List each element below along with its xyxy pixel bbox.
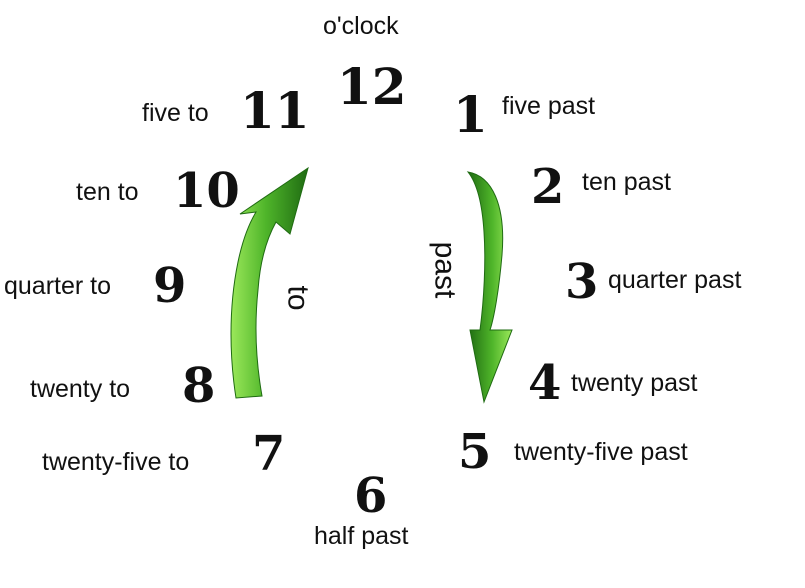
label-10: ten to xyxy=(76,178,139,206)
label-9: quarter to xyxy=(4,272,112,300)
past-arrow-label: past xyxy=(428,241,462,299)
hour-9: 9 xyxy=(153,258,187,314)
past-arrow xyxy=(466,171,513,404)
label-4: twenty past xyxy=(571,369,698,397)
label-8: twenty to xyxy=(30,375,131,403)
label-2: ten past xyxy=(582,168,671,196)
hour-4: 4 xyxy=(528,355,562,411)
label-7: twenty-five to xyxy=(42,448,190,476)
hour-5: 5 xyxy=(458,424,492,480)
label-11: five to xyxy=(142,99,209,127)
hour-7: 7 xyxy=(252,426,286,482)
to-arrow xyxy=(230,166,309,399)
label-5: twenty-five past xyxy=(514,438,688,466)
hour-10: 10 xyxy=(173,163,240,219)
label-6: half past xyxy=(314,522,409,550)
to-arrow-label: to xyxy=(281,285,315,311)
hour-8: 8 xyxy=(182,358,216,414)
label-12: o'clock xyxy=(323,12,399,40)
hour-2: 2 xyxy=(531,159,565,215)
label-3: quarter past xyxy=(608,266,742,294)
hour-6: 6 xyxy=(354,468,388,524)
label-1: five past xyxy=(502,92,596,120)
hour-1: 1 xyxy=(453,85,488,144)
hour-12: 12 xyxy=(337,57,407,116)
hour-11: 11 xyxy=(240,81,310,140)
hour-3: 3 xyxy=(565,254,599,310)
